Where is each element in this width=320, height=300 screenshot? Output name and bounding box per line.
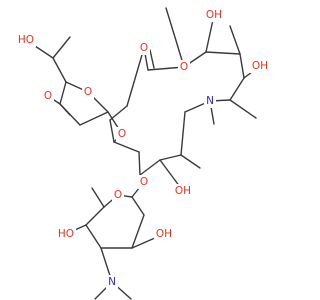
- atom-o-methoxy: O: [42, 89, 54, 103]
- atom-ho-sugar2-label: HO: [58, 228, 74, 240]
- atom-o-sugar2-ring: O: [112, 188, 124, 202]
- atom-o-ester: O: [178, 60, 190, 74]
- bond-32: [52, 36, 71, 59]
- atom-oh-sugar2: OH: [154, 227, 174, 241]
- atom-ho-sugar1: HO: [16, 33, 36, 47]
- molecule-structure: O O OH OH N HO O O: [16, 7, 270, 300]
- atom-o-sugar1-ring: O: [82, 85, 94, 99]
- bond-20: [113, 141, 140, 153]
- atom-ho-sugar2: HO: [56, 227, 76, 241]
- atom-n-ring-label: N: [206, 95, 214, 107]
- atom-o-glyco2: O: [138, 175, 150, 189]
- bond-9: [229, 99, 257, 119]
- atom-oh-macro-label: OH: [175, 185, 191, 197]
- atom-o-carbonyl-label: O: [140, 42, 148, 54]
- atom-label-layer: O O OH OH N HO O O: [16, 8, 270, 289]
- bond-carbonyl-double: [149, 49, 155, 69]
- bond-19: [138, 151, 141, 176]
- bond-37: [79, 111, 109, 126]
- bond-44: [85, 224, 102, 249]
- atom-oh-top-label: OH: [206, 9, 222, 21]
- atom-o-glyco1-label: O: [118, 128, 126, 140]
- atom-n-dimethyl-label: N: [108, 276, 116, 288]
- atom-oh-right: OH: [250, 59, 270, 73]
- bond-33: [59, 81, 67, 105]
- bond-0: [165, 7, 175, 35]
- bond-51: [131, 196, 145, 216]
- bond-41: [91, 187, 105, 208]
- bond-22: [109, 119, 115, 143]
- bond-15: [159, 154, 182, 161]
- bond-13: [180, 111, 186, 156]
- atom-o-methoxy-label: O: [44, 90, 52, 102]
- bond-17: [139, 159, 161, 176]
- bond-24: [126, 47, 145, 107]
- bond-23: [109, 105, 128, 121]
- bond-42: [85, 206, 105, 226]
- atom-oh-macro: OH: [173, 184, 193, 198]
- atom-o-glyco1: O: [116, 127, 128, 141]
- bond-50: [131, 214, 145, 249]
- atom-oh-right-label: OH: [252, 60, 268, 72]
- atom-o-sugar2-ring-label: O: [114, 189, 122, 201]
- atom-ho-sugar1-label: HO: [18, 34, 34, 46]
- atom-o-carbonyl: O: [138, 41, 150, 55]
- bond-14: [180, 154, 201, 169]
- bond-5: [229, 25, 241, 55]
- atom-n-dimethyl: N: [106, 275, 118, 289]
- atom-n-ring: N: [204, 94, 216, 108]
- atom-oh-top: OH: [204, 8, 224, 22]
- bond-4: [205, 51, 241, 55]
- atom-o-glyco2-label: O: [140, 176, 148, 188]
- atom-oh-sugar2-label: OH: [156, 228, 172, 240]
- bond-8: [229, 77, 245, 101]
- atom-o-ester-label: O: [180, 61, 188, 73]
- atom-o-sugar1-ring-label: O: [84, 86, 92, 98]
- bond-36: [59, 103, 81, 126]
- bond-6: [239, 53, 245, 79]
- bond-30: [52, 57, 67, 83]
